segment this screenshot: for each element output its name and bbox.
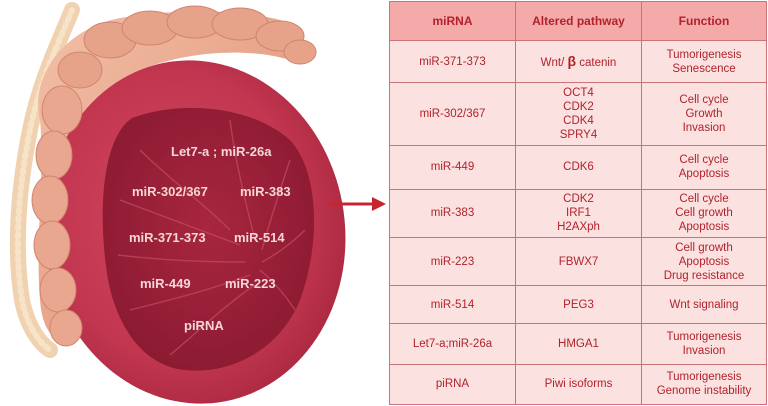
cell-function: Cell cycle Growth Invasion	[641, 82, 767, 146]
function-line: Invasion	[682, 121, 726, 134]
cell-mirna: miR-449	[389, 144, 516, 190]
cell-mirna: miR-302/367	[389, 82, 516, 146]
table-row: miR-302/367 OCT4 CDK2 CDK4 SPRY4 Cell cy…	[389, 82, 767, 146]
function-line: Apoptosis	[678, 221, 730, 234]
cell-pathway: HMGA1	[515, 323, 642, 365]
epididymis-head	[57, 5, 317, 89]
pathway-line: OCT4	[563, 86, 594, 99]
cell-function: Cell cycle Apoptosis	[641, 144, 767, 190]
cell-pathway: Wnt/ β catenin	[515, 39, 642, 84]
epididymis-tail	[31, 85, 83, 347]
table-row: miR-371-373 Wnt/ β catenin Tumorigenesis…	[389, 39, 767, 84]
cell-pathway: CDK2 IRF1 H2AXph	[515, 188, 642, 239]
pathway-line: CDK4	[563, 114, 594, 127]
table-row: miR-514 PEG3 Wnt signaling	[389, 285, 767, 325]
cell-mirna: miR-383	[389, 188, 516, 239]
cell-mirna: Let7-a;miR-26a	[389, 323, 516, 365]
table-row: Let7-a;miR-26a HMGA1 Tumorigenesis Invas…	[389, 323, 767, 365]
pathway-line: H2AXph	[557, 221, 600, 234]
function-line: Wnt signaling	[669, 298, 739, 311]
pathway-line: SPRY4	[559, 128, 598, 141]
function-line: Growth	[685, 107, 723, 120]
pathway-line: PEG3	[563, 298, 594, 311]
function-line: Apoptosis	[678, 168, 730, 181]
function-line: Cell growth	[675, 207, 733, 220]
testis-illustration	[9, 2, 346, 404]
pathway-line: IRF1	[566, 207, 591, 220]
cell-function: Cell cycle Cell growth Apoptosis	[641, 188, 767, 239]
function-line: Invasion	[682, 345, 726, 358]
label-mir-302-367: miR-302/367	[132, 184, 208, 199]
cell-pathway: CDK6	[515, 144, 642, 190]
function-line: Cell cycle	[679, 154, 729, 167]
function-line: Tumorigenesis	[666, 331, 742, 344]
function-line: Tumorigenesis	[666, 48, 742, 61]
cell-function: Tumorigenesis Genome instability	[641, 363, 767, 406]
label-mir-383: miR-383	[240, 184, 291, 199]
function-line: Cell cycle	[679, 193, 729, 206]
cell-function: Cell growth Apoptosis Drug resistance	[641, 237, 767, 287]
table-row: piRNA Piwi isoforms Tumorigenesis Genome…	[389, 363, 767, 406]
function-line: Drug resistance	[663, 269, 745, 282]
header-altered-pathway: Altered pathway	[515, 1, 642, 41]
cell-function: Tumorigenesis Senescence	[641, 39, 767, 84]
cell-function: Wnt signaling	[641, 285, 767, 325]
cell-mirna: piRNA	[389, 363, 516, 406]
pathway-line: CDK2	[563, 193, 594, 206]
table-row: miR-223 FBWX7 Cell growth Apoptosis Drug…	[389, 237, 767, 287]
function-line: Genome instability	[656, 385, 752, 398]
header-mirna: miRNA	[389, 1, 516, 41]
mirna-table: miRNA Altered pathway Function miR-371-3…	[389, 1, 767, 406]
label-let7a-mir26a: Let7-a ; miR-26a	[171, 144, 272, 159]
lobule-septa	[117, 119, 306, 356]
cell-function: Tumorigenesis Invasion	[641, 323, 767, 365]
header-function: Function	[641, 1, 767, 41]
label-mir-514: miR-514	[234, 230, 285, 245]
pathway-line: CDK6	[563, 161, 594, 174]
table-header-row: miRNA Altered pathway Function	[389, 1, 767, 41]
label-mir-223: miR-223	[225, 276, 276, 291]
function-line: Cell growth	[675, 241, 733, 254]
function-line: Tumorigenesis	[666, 371, 742, 384]
cell-pathway: PEG3	[515, 285, 642, 325]
label-mir-449: miR-449	[140, 276, 191, 291]
cell-pathway: Piwi isoforms	[515, 363, 642, 406]
function-line: Cell cycle	[679, 93, 729, 106]
table-row: miR-383 CDK2 IRF1 H2AXph Cell cycle Cell…	[389, 188, 767, 239]
function-line: Senescence	[672, 62, 736, 75]
pathway-line: CDK2	[563, 100, 594, 113]
right-arrow-icon	[328, 197, 386, 211]
label-mir-371-373: miR-371-373	[129, 230, 206, 245]
cell-pathway: OCT4 CDK2 CDK4 SPRY4	[515, 82, 642, 146]
cell-mirna: miR-514	[389, 285, 516, 325]
pathway-line: Wnt/ β catenin	[540, 52, 617, 69]
cell-mirna: miR-223	[389, 237, 516, 287]
function-line: Apoptosis	[678, 255, 730, 268]
cell-mirna: miR-371-373	[389, 39, 516, 84]
table-row: miR-449 CDK6 Cell cycle Apoptosis	[389, 144, 767, 190]
cell-pathway: FBWX7	[515, 237, 642, 287]
beta-symbol: β	[567, 52, 577, 69]
pathway-line: HMGA1	[558, 338, 599, 351]
pathway-line: FBWX7	[558, 255, 599, 268]
label-pirna: piRNA	[184, 318, 224, 333]
pathway-line: Piwi isoforms	[544, 378, 613, 391]
testis-core	[102, 107, 315, 371]
